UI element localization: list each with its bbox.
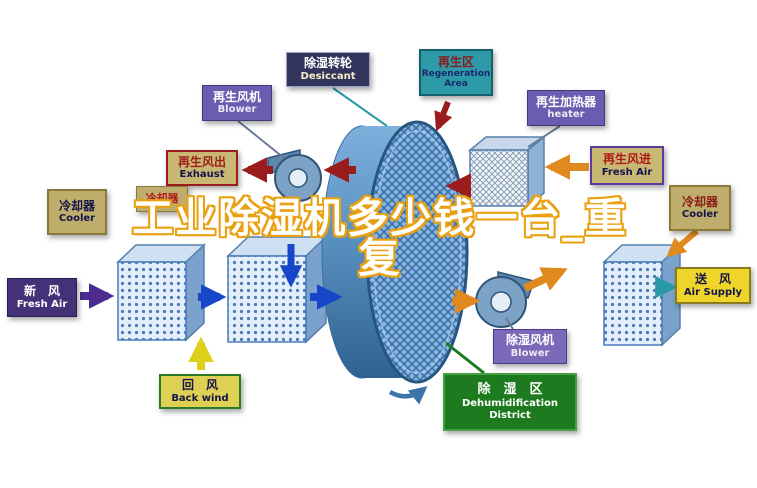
label-desiccant-rotor-zh: 除湿转轮 [303,56,352,71]
regen-flow-arrows [241,100,472,199]
label-dehum-district-zh: 除 湿 区 [477,382,543,398]
rotor-wheel [321,120,469,405]
label-regen-heater-zh: 再生加热器 [535,94,596,109]
air-unit-middle [226,235,328,344]
watermark-line-2: 复 [358,234,402,282]
label-regen-fresh-air: 再生风进 Fresh Air [590,146,664,185]
label-air-supply: 送 风 Air Supply [675,267,751,304]
label-back-wind-zh: 回 风 [181,378,218,393]
leader-lines [237,87,561,375]
label-desiccant-rotor-en: Desiccant [300,70,356,82]
label-cooler-right: 冷却器 Cooler [669,185,731,231]
label-cooler-small-zh: 冷却器 [145,192,179,206]
label-cooler-right-zh: 冷却器 [681,194,718,209]
label-regen-blower-zh: 再生风机 [212,89,261,104]
label-exhaust: 再生风出 Exhaust [166,150,238,186]
label-fresh-air-inlet: 新 风 Fresh Air [7,278,77,317]
label-dehum-blower-zh: 除湿风机 [505,333,554,348]
label-back-wind: 回 风 Back wind [159,374,241,409]
label-air-supply-en: Air Supply [683,286,743,298]
label-regeneration-area: 再生区 Regeneration Area [419,49,493,96]
watermark-line-1: 工业除湿机多少钱一台_重 [132,194,628,242]
label-regen-heater-en: heater [547,109,585,121]
regen-blower-fan-icon [267,149,322,202]
dehum-blower-fan-icon [475,271,535,328]
label-regeneration-area-zh: 再生区 [437,55,474,70]
label-dehum-blower-en: Blower [510,347,550,359]
label-dehum-district: 除 湿 区 Dehumidification District [443,373,577,431]
label-regen-blower: 再生风机 Blower [202,85,272,121]
label-dehum-district-en2: District [489,409,531,421]
heat-flow-arrows [452,154,699,314]
label-cooler-left-zh: 冷却器 [58,198,95,213]
label-air-supply-zh: 送 风 [694,272,731,287]
label-regen-blower-en: Blower [217,104,257,116]
process-flow-arrows [80,244,343,310]
label-regen-heater: 再生加热器 heater [527,90,605,126]
label-cooler-right-en: Cooler [681,209,719,221]
label-fresh-air-inlet-en: Fresh Air [16,298,68,310]
heater-unit [467,135,547,208]
label-back-wind-en: Back wind [171,392,229,404]
label-exhaust-en: Exhaust [179,169,225,181]
watermark-text: 工业除湿机多少钱一台_重 复 [58,194,702,282]
label-desiccant-rotor: 除湿转轮 Desiccant [286,52,370,87]
label-cooler-left-en: Cooler [58,213,96,225]
label-fresh-air-inlet-zh: 新 风 [23,284,60,299]
label-exhaust-zh: 再生风出 [177,154,226,169]
label-dehum-blower: 除湿风机 Blower [493,329,567,364]
label-cooler-left: 冷却器 Cooler [47,189,107,235]
label-regeneration-area-en: Regeneration Area [421,68,491,89]
air-unit-left [116,243,206,342]
label-regen-fresh-air-zh: 再生风进 [602,152,651,167]
label-cooler-small: 冷却器 [136,186,188,212]
label-regen-fresh-air-en: Fresh Air [601,166,653,178]
label-dehum-district-en1: Dehumidification [461,397,559,409]
